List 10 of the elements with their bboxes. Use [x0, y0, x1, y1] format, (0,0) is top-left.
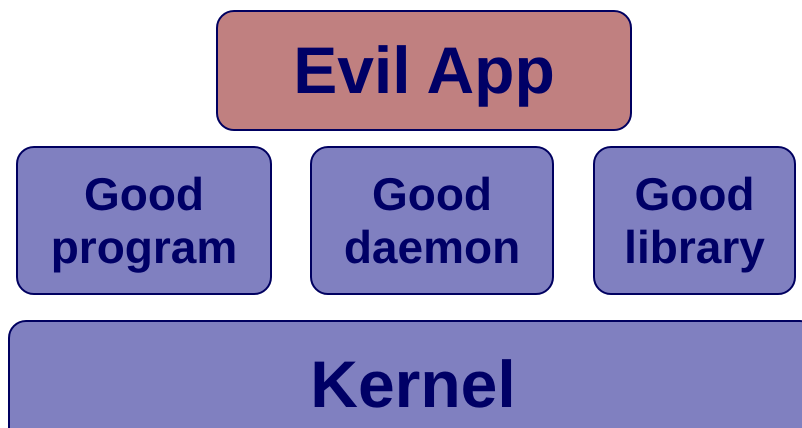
layer-label: Good library [623, 168, 766, 274]
layer-label: Good daemon [342, 168, 522, 274]
layer-box [310, 146, 554, 295]
layer-label: Good program [50, 168, 238, 274]
layer-box [16, 146, 272, 295]
layer-box [216, 10, 632, 131]
layer-label: Evil App [293, 32, 555, 108]
layer-label: Kernel [310, 347, 516, 423]
layer-box [8, 320, 802, 428]
layer-box [593, 146, 796, 295]
